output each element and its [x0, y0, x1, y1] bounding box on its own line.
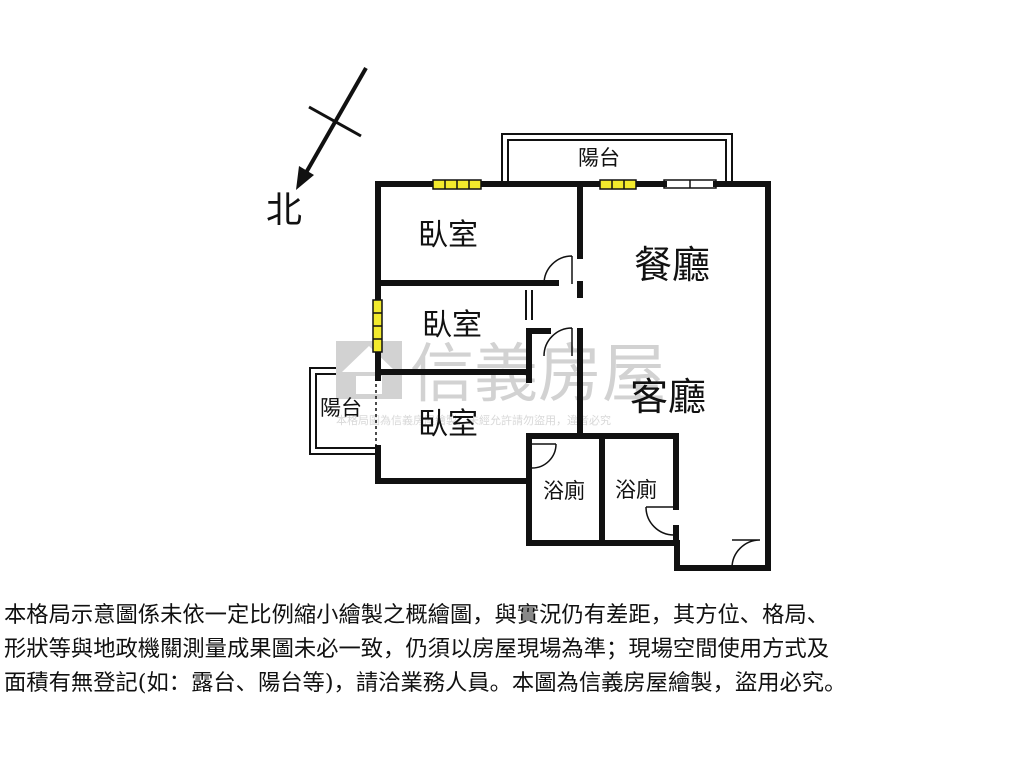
label-bedroom-2: 臥室 — [422, 308, 482, 343]
door-bedroom-1 — [543, 255, 573, 285]
door-swings — [531, 255, 761, 569]
sliding-door-balcony — [663, 179, 717, 189]
compass-arrow-head — [296, 166, 314, 190]
walls — [375, 181, 771, 571]
watermark: 信義房屋 本格局圖為信義房屋繪製，未經允許請勿盜用，違者必究 — [336, 338, 666, 427]
label-dining: 餐廳 — [634, 243, 710, 287]
label-bath-2: 浴廁 — [615, 478, 657, 502]
label-living: 客廳 — [630, 375, 706, 419]
room-labels: 陽台 陽台 臥室 臥室 臥室 餐廳 客廳 浴廁 浴廁 — [320, 146, 710, 503]
door-entrance — [731, 539, 761, 569]
floor-plan: 北 信義房屋 本格局圖為信義房屋繪製，未經允許請勿盜用，違者必究 — [266, 67, 771, 571]
compass-label: 北 — [266, 190, 302, 231]
door-bath-2 — [645, 506, 675, 536]
watermark-notice: 本格局圖為信義房屋繪製，未經允許請勿盜用，違者必究 — [336, 413, 611, 427]
north-compass: 北 — [266, 67, 368, 231]
disclaimer-line-2: 形狀等與地政機關測量成果圖未必一致，仍須以房屋現場為準；現場空間使用方式及 — [4, 636, 829, 662]
label-bedroom-1: 臥室 — [418, 218, 478, 253]
label-bedroom-3: 臥室 — [418, 407, 478, 442]
watermark-logo-roof — [342, 346, 396, 372]
disclaimer-line-1: 本格局示意圖係未依一定比例縮小繪製之概繪圖，與實況仍有差距，其方位、格局、 — [4, 602, 829, 628]
label-bath-1: 浴廁 — [543, 479, 585, 503]
compass-cross-bar — [308, 105, 362, 138]
door-bedroom-2 — [543, 327, 573, 357]
thin-partitions — [525, 290, 533, 320]
label-balcony-left: 陽台 — [320, 396, 362, 420]
compass-arrow-shaft — [301, 67, 368, 179]
door-bedroom-3 — [531, 443, 557, 469]
balcony-top-outline — [501, 133, 733, 184]
disclaimer-line-3: 面積有無登記(如：露台、陽台等)，請洽業務人員。本圖為信義房屋繪製，盜用必究。 — [4, 670, 847, 696]
disclaimer-text: 本格局示意圖係未依一定比例縮小繪製之概繪圖，與實況仍有差距，其方位、格局、 形狀… — [4, 598, 1022, 700]
label-balcony-top: 陽台 — [578, 146, 620, 170]
window-dining — [599, 179, 637, 190]
windows — [372, 179, 637, 353]
